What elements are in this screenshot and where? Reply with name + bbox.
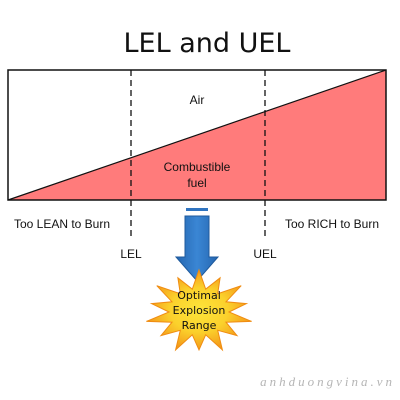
page-title: LEL and UEL	[124, 28, 291, 59]
starburst-icon	[146, 268, 252, 352]
air-label: Air	[190, 93, 205, 107]
diagram-frame	[7, 69, 387, 201]
combustible-label: Combustible	[164, 160, 231, 174]
too-rich-label: Too RICH to Burn	[285, 217, 379, 231]
explosion-label-line1: Optimal	[177, 289, 221, 302]
explosion-label-line2: Explosion	[173, 304, 226, 317]
explosion-label-line3: Range	[182, 319, 217, 332]
uel-label: UEL	[253, 247, 277, 261]
watermark: anhduongvina.vn	[260, 374, 395, 389]
mixture-diagonal	[7, 69, 387, 201]
lel-label: LEL	[120, 247, 142, 261]
down-arrow-icon	[174, 208, 220, 282]
fuel-label: fuel	[187, 176, 206, 190]
too-lean-label: Too LEAN to Burn	[14, 217, 110, 231]
